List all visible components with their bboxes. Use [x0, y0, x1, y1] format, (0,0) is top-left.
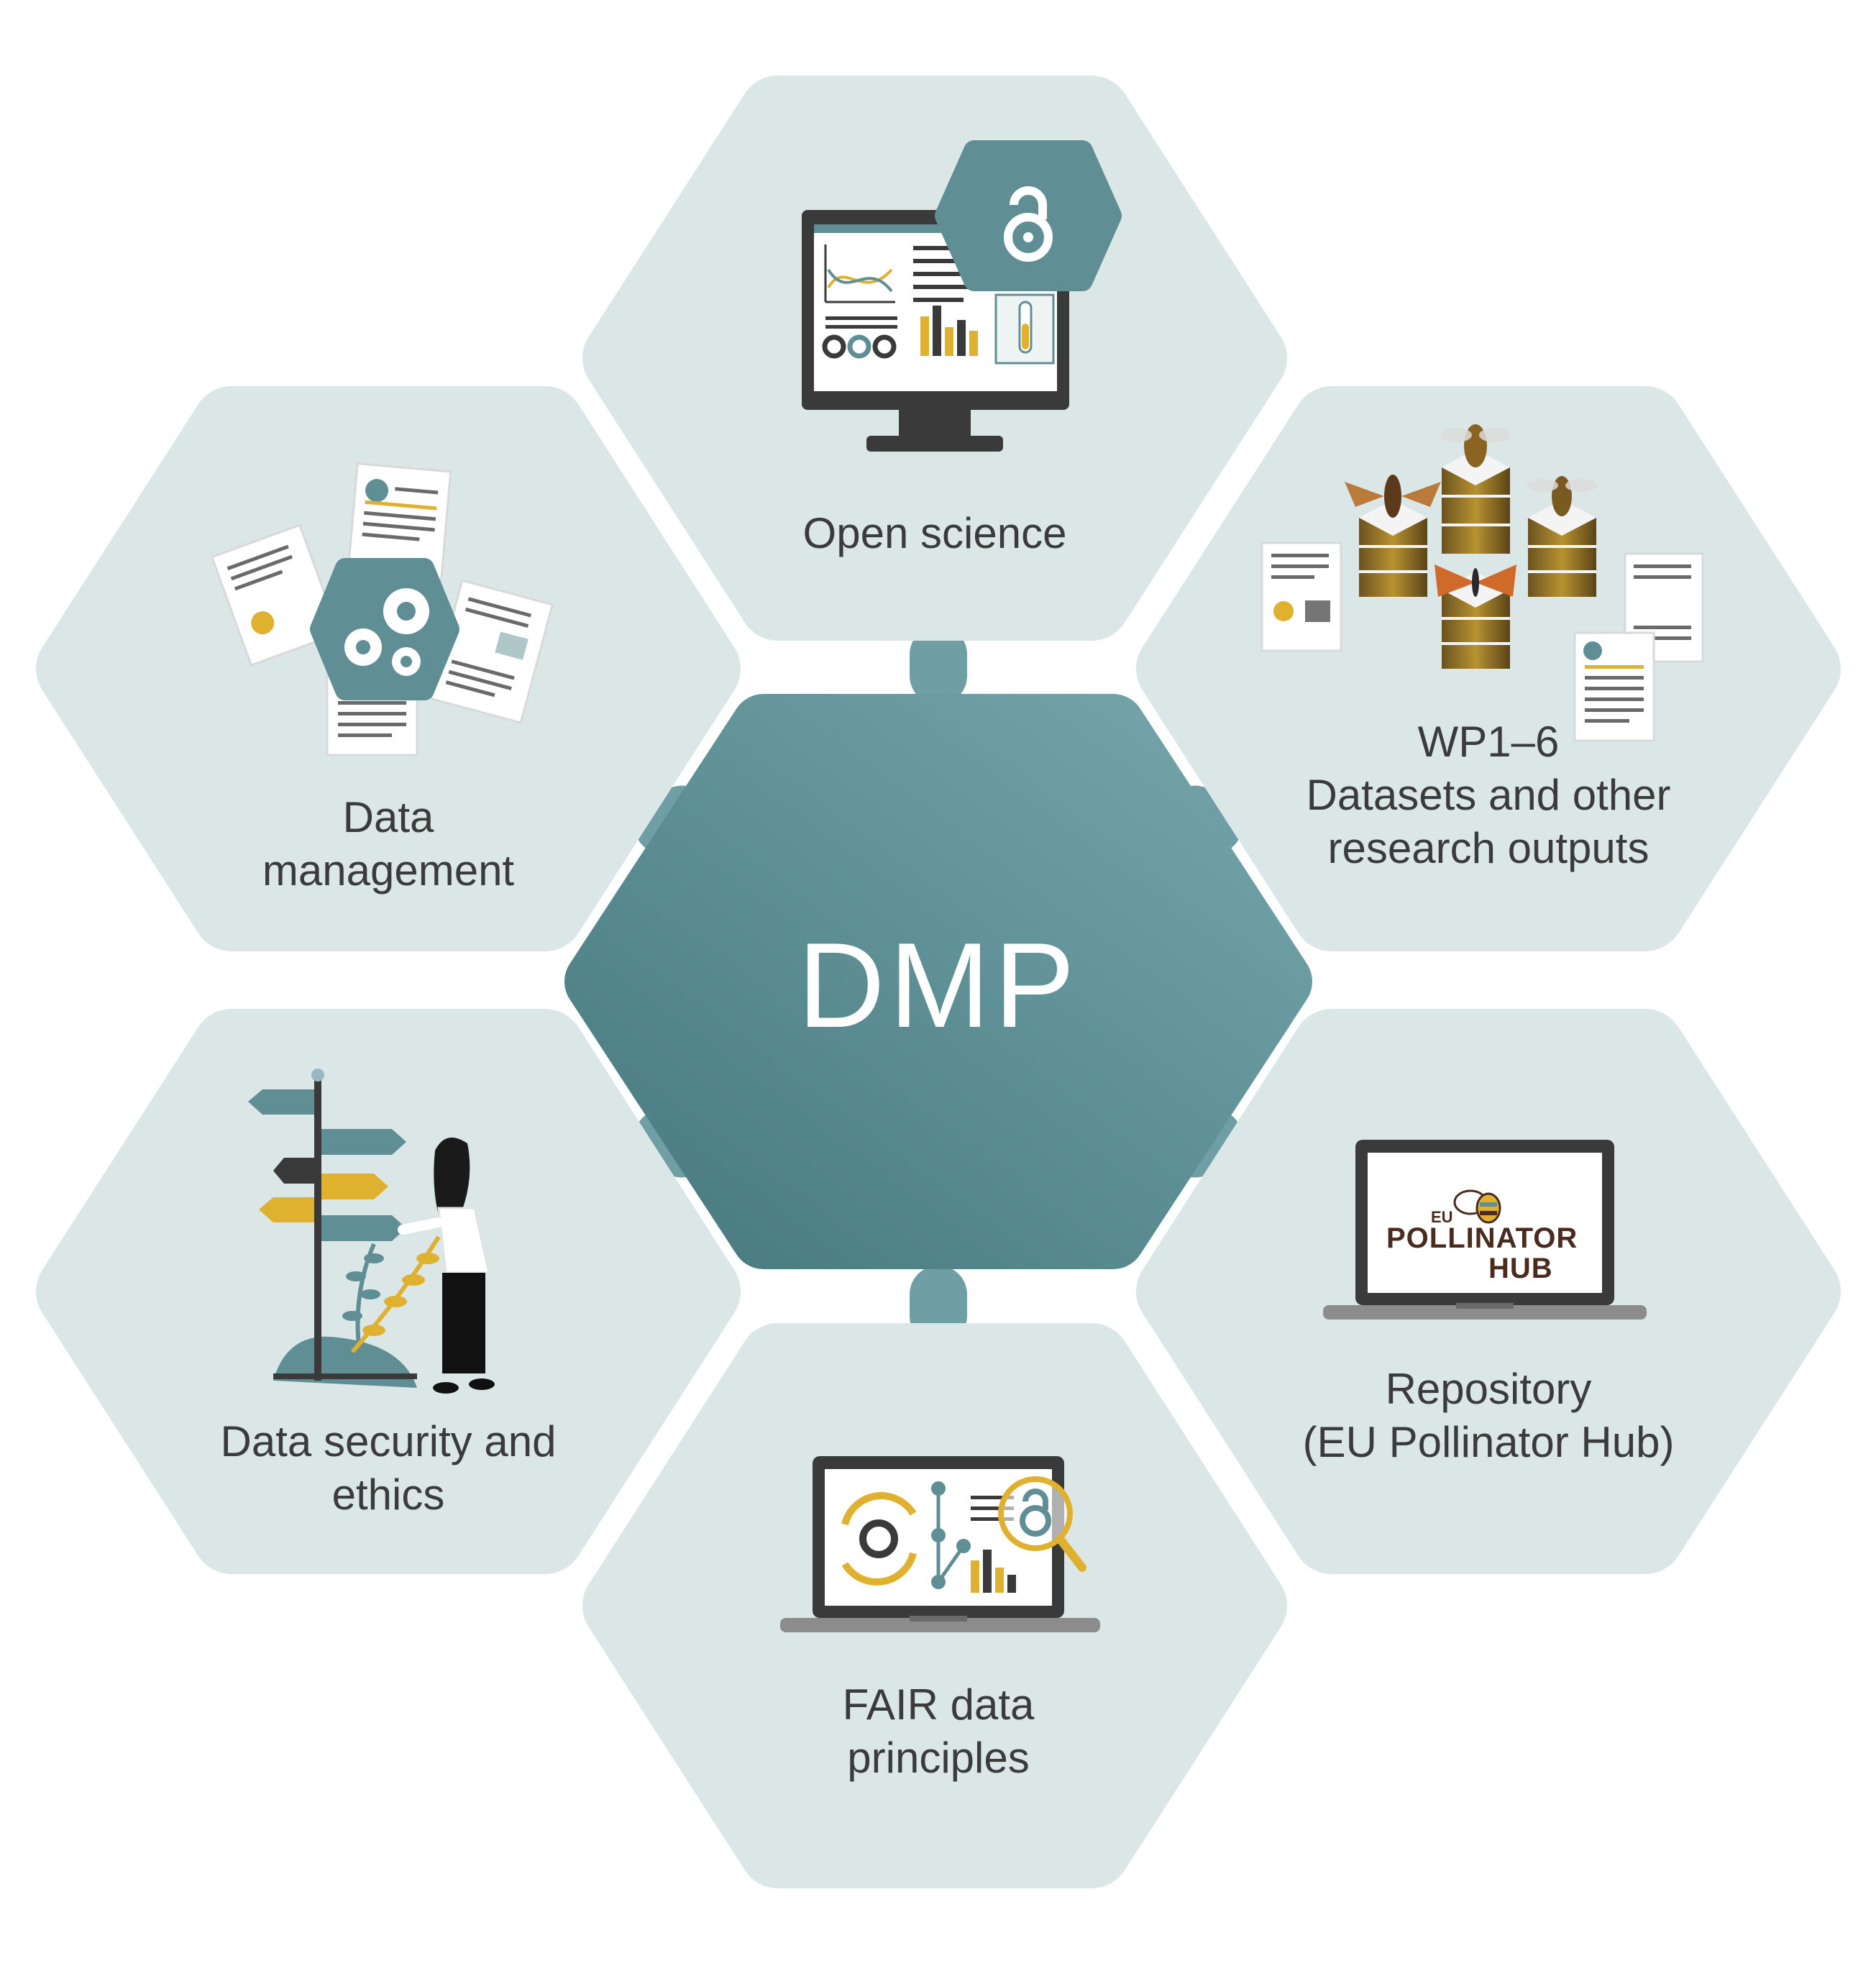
- monitor-icon: [802, 140, 1122, 452]
- logo-hub-text: HUB: [1488, 1253, 1553, 1284]
- label-data-security: Data security and ethics: [155, 1415, 622, 1522]
- hoverfly-icon: [1527, 476, 1597, 516]
- logo-pollinator-text: POLLINATOR: [1386, 1222, 1578, 1254]
- logo-eu-text: EU: [1431, 1208, 1453, 1226]
- datasets-icon: [1260, 424, 1704, 742]
- moth-icon: [1345, 475, 1441, 518]
- label-line: ethics: [331, 1471, 445, 1519]
- signpost-woman-icon: [248, 1069, 495, 1394]
- butterfly-icon: [1435, 564, 1516, 597]
- label-line: Open science: [802, 509, 1067, 557]
- label-line: research outputs: [1327, 824, 1649, 872]
- label-line: Data security and: [220, 1417, 557, 1465]
- fair-laptop-icon: [780, 1456, 1100, 1632]
- label-fair: FAIR data principles: [723, 1678, 1154, 1785]
- label-data-management: Data management: [173, 791, 604, 897]
- hex-data-security: [36, 1009, 741, 1574]
- label-line: Datasets and other: [1306, 771, 1671, 819]
- label-line: Data: [342, 793, 434, 841]
- label-open-science: Open science: [719, 507, 1150, 560]
- label-line: management: [262, 846, 515, 895]
- label-line: FAIR data: [842, 1680, 1035, 1729]
- label-line: principles: [847, 1734, 1030, 1782]
- bee-icon: [1440, 424, 1511, 467]
- connector-top: [910, 626, 967, 705]
- documents-gears-icon: [210, 462, 554, 756]
- center-label: DMP: [797, 918, 1079, 1053]
- label-repository: Repository (EU Pollinator Hub): [1255, 1363, 1722, 1469]
- label-datasets: WP1–6 Datasets and other research output…: [1255, 715, 1722, 875]
- label-line: (EU Pollinator Hub): [1302, 1418, 1675, 1466]
- laptop-logo-icon: [1323, 1140, 1647, 1320]
- label-line: Repository: [1385, 1365, 1592, 1413]
- label-line: WP1–6: [1417, 718, 1560, 766]
- center-hexagon: [564, 694, 1312, 1269]
- pollinator-hub-logo: [1453, 1189, 1501, 1224]
- mini-line-chart: [824, 244, 895, 303]
